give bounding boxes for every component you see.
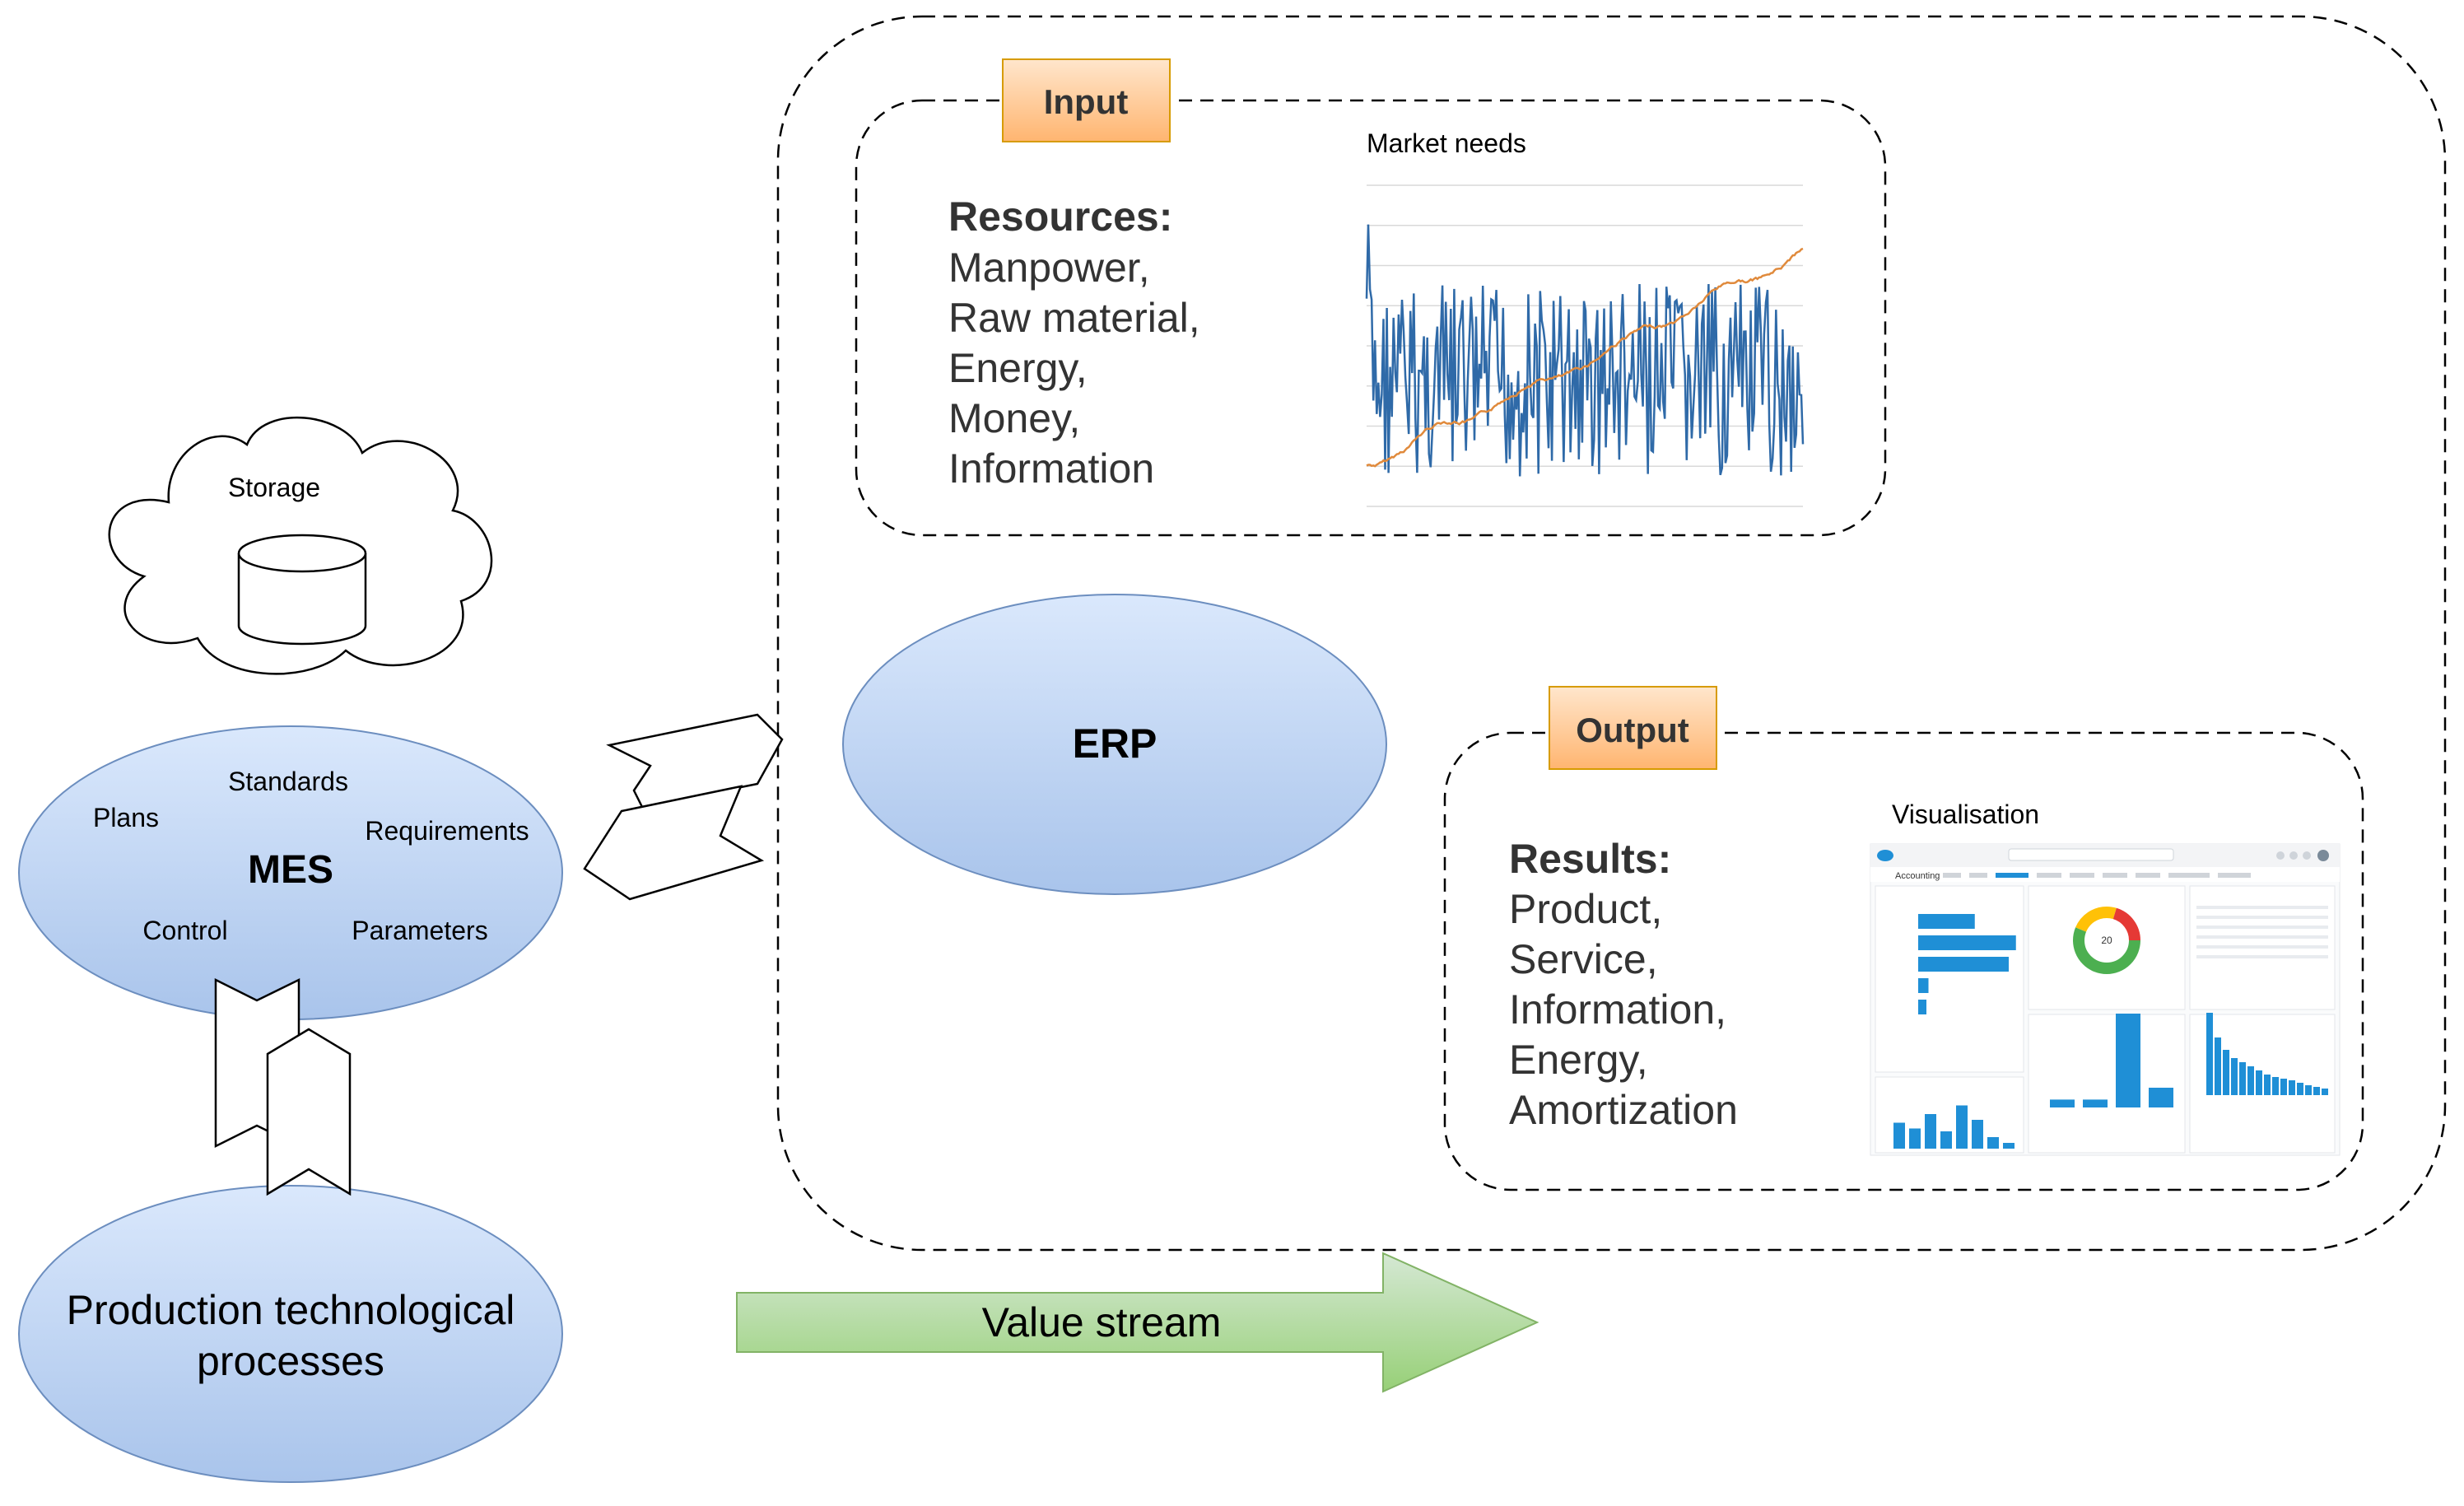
dashboard-vbar [2231, 1058, 2238, 1095]
storage-cloud[interactable]: Storage [108, 416, 493, 675]
dashboard-vbar [2272, 1077, 2279, 1095]
dashboard-vbar [1909, 1128, 1921, 1149]
input-tab[interactable]: Input [1002, 58, 1171, 142]
donut-value: 20 [2101, 935, 2112, 946]
cloud-logo-icon [1877, 850, 1893, 861]
dashboard-vbar [2247, 1066, 2254, 1095]
dashboard-vbar [2206, 1013, 2213, 1095]
dashboard-vbar [2280, 1079, 2287, 1095]
erp-title: ERP [1073, 720, 1157, 767]
value-stream-arrow: Value stream [736, 1252, 1539, 1393]
dashboard-hbar [1918, 978, 1929, 993]
dashboard-vbar [2313, 1087, 2320, 1095]
mes-label-plans: Plans [93, 803, 159, 832]
mes-production-link-icon [214, 977, 352, 1196]
mes-label-requirements: Requirements [365, 816, 529, 846]
result-item: Product, [1509, 886, 1662, 932]
dashboard-vbar [2297, 1083, 2303, 1095]
result-item: Energy, [1509, 1037, 1648, 1083]
output-tab-label: Output [1576, 711, 1689, 749]
production-label-line2: processes [197, 1338, 384, 1384]
dashboard-vbar [1940, 1131, 1952, 1149]
dashboard-vbar [2003, 1143, 2015, 1149]
dashboard-vbar [2149, 1088, 2173, 1107]
resources-heading: Resources: [948, 193, 1172, 240]
chart-trend-line [1366, 247, 1804, 468]
resource-item: Raw material, [948, 295, 1200, 341]
dashboard-vbar [2223, 1050, 2229, 1095]
result-item: Service, [1509, 936, 1658, 982]
dashboard-vbar [2050, 1099, 2075, 1107]
chart-series-line [1365, 224, 1805, 477]
dashboard-vbar [1987, 1137, 1999, 1149]
dashboard-hbar [1918, 957, 2009, 972]
dashboard-vbar [2083, 1099, 2108, 1107]
dashboard-app-name: Accounting [1895, 871, 1940, 881]
dashboard-bars [1893, 914, 2328, 1149]
production-node[interactable]: Production technological processes [18, 1185, 563, 1483]
dashboard-hbar [1918, 935, 2016, 950]
dashboard-vbar [2289, 1080, 2295, 1095]
result-item: Amortization [1509, 1087, 1738, 1133]
mes-label-control: Control [142, 916, 227, 945]
resource-item: Manpower, [948, 245, 1150, 291]
storage-label: Storage [228, 473, 320, 502]
dashboard-vbar [2264, 1075, 2271, 1095]
mes-label-standards: Standards [228, 767, 348, 796]
erp-node[interactable]: ERP [842, 594, 1387, 895]
value-stream-label: Value stream [982, 1299, 1222, 1345]
database-icon [237, 534, 367, 646]
dashboard-vbar [1893, 1122, 1905, 1149]
dashboard-vbar [2215, 1037, 2221, 1095]
production-label-line1: Production technological [67, 1287, 515, 1333]
dashboard-vbar [1972, 1120, 1983, 1149]
mes-title: MES [248, 848, 333, 892]
resource-item: Money, [948, 395, 1080, 441]
resources-list: Resources: Manpower, Raw material, Energ… [948, 193, 1200, 492]
output-tab[interactable]: Output [1549, 686, 1717, 770]
erp-scope-container [776, 15, 2447, 1252]
results-list: Results: Product, Service, Information, … [1509, 836, 1738, 1133]
dashboard-vbar [2239, 1062, 2246, 1095]
dashboard-vbar [2305, 1085, 2312, 1095]
results-heading: Results: [1509, 836, 1671, 882]
input-tab-label: Input [1044, 82, 1129, 121]
mes-node[interactable]: MES Standards Plans Requirements Control… [18, 725, 563, 1020]
dashboard-vbar [1956, 1105, 1968, 1149]
result-item: Information, [1509, 986, 1726, 1033]
dashboard-vbar [2256, 1070, 2262, 1095]
dashboard-hbar [1918, 914, 1975, 929]
search-bar [2008, 848, 2174, 861]
dashboard-vbar [2322, 1089, 2328, 1095]
visualisation-caption: Visualisation [1892, 800, 2039, 829]
dashboard-thumbnail: Accounting 20 [1870, 843, 2341, 1156]
market-needs-chart [1353, 173, 1814, 511]
dashboard-vbar [2116, 1014, 2140, 1107]
mes-label-parameters: Parameters [352, 916, 487, 945]
mes-erp-link-icon [583, 713, 784, 901]
dashboard-vbar [1925, 1114, 1936, 1149]
dashboard-hbar [1918, 1000, 1926, 1014]
resource-item: Energy, [948, 345, 1088, 391]
resource-item: Information [948, 445, 1154, 492]
market-needs-caption: Market needs [1367, 128, 1526, 158]
